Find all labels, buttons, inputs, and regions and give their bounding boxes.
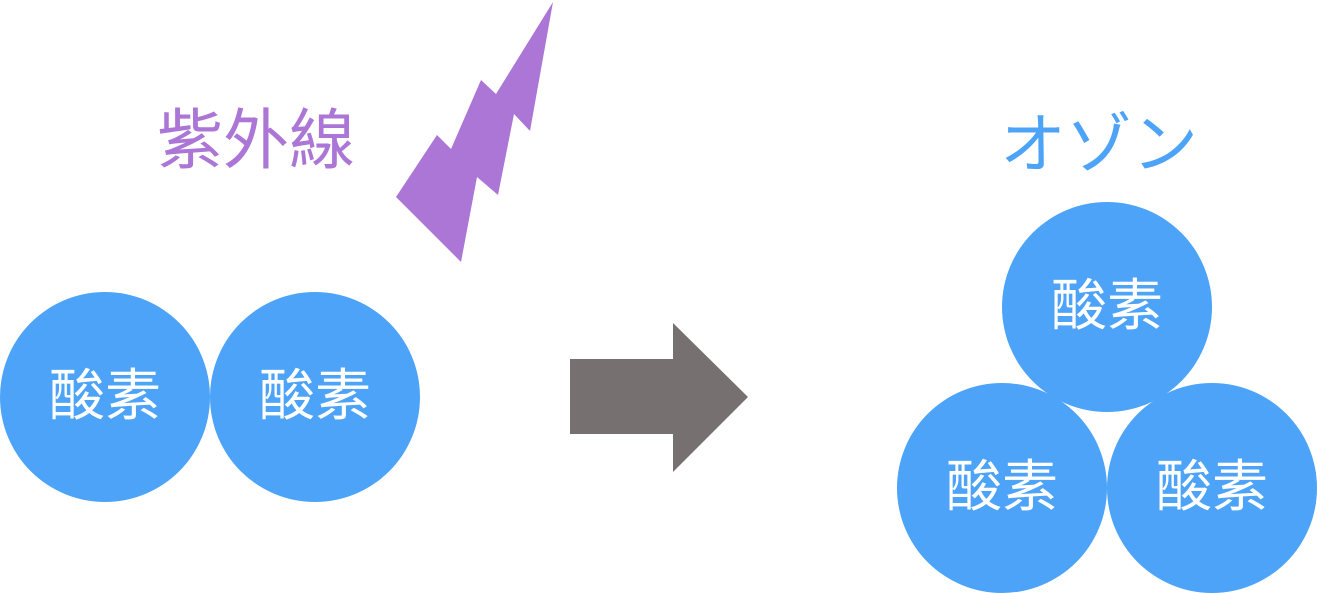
oxygen-atom: 酸素: [1002, 202, 1212, 412]
atom-label: 酸素: [946, 455, 1058, 520]
lightning-bolt-shape: [396, 2, 553, 262]
oxygen-atom: 酸素: [1107, 383, 1317, 593]
atom-label: 酸素: [49, 364, 161, 429]
oxygen-atom: 酸素: [210, 292, 420, 502]
ozone-label: オゾン: [1000, 106, 1198, 183]
uv-label: 紫外線: [157, 102, 355, 179]
atom-label: 酸素: [1156, 455, 1268, 520]
oxygen-atom: 酸素: [0, 292, 210, 502]
atom-label: 酸素: [1051, 274, 1163, 339]
atom-label: 酸素: [259, 364, 371, 429]
reaction-arrow-shape: [570, 323, 748, 472]
oxygen-atom: 酸素: [897, 383, 1107, 593]
